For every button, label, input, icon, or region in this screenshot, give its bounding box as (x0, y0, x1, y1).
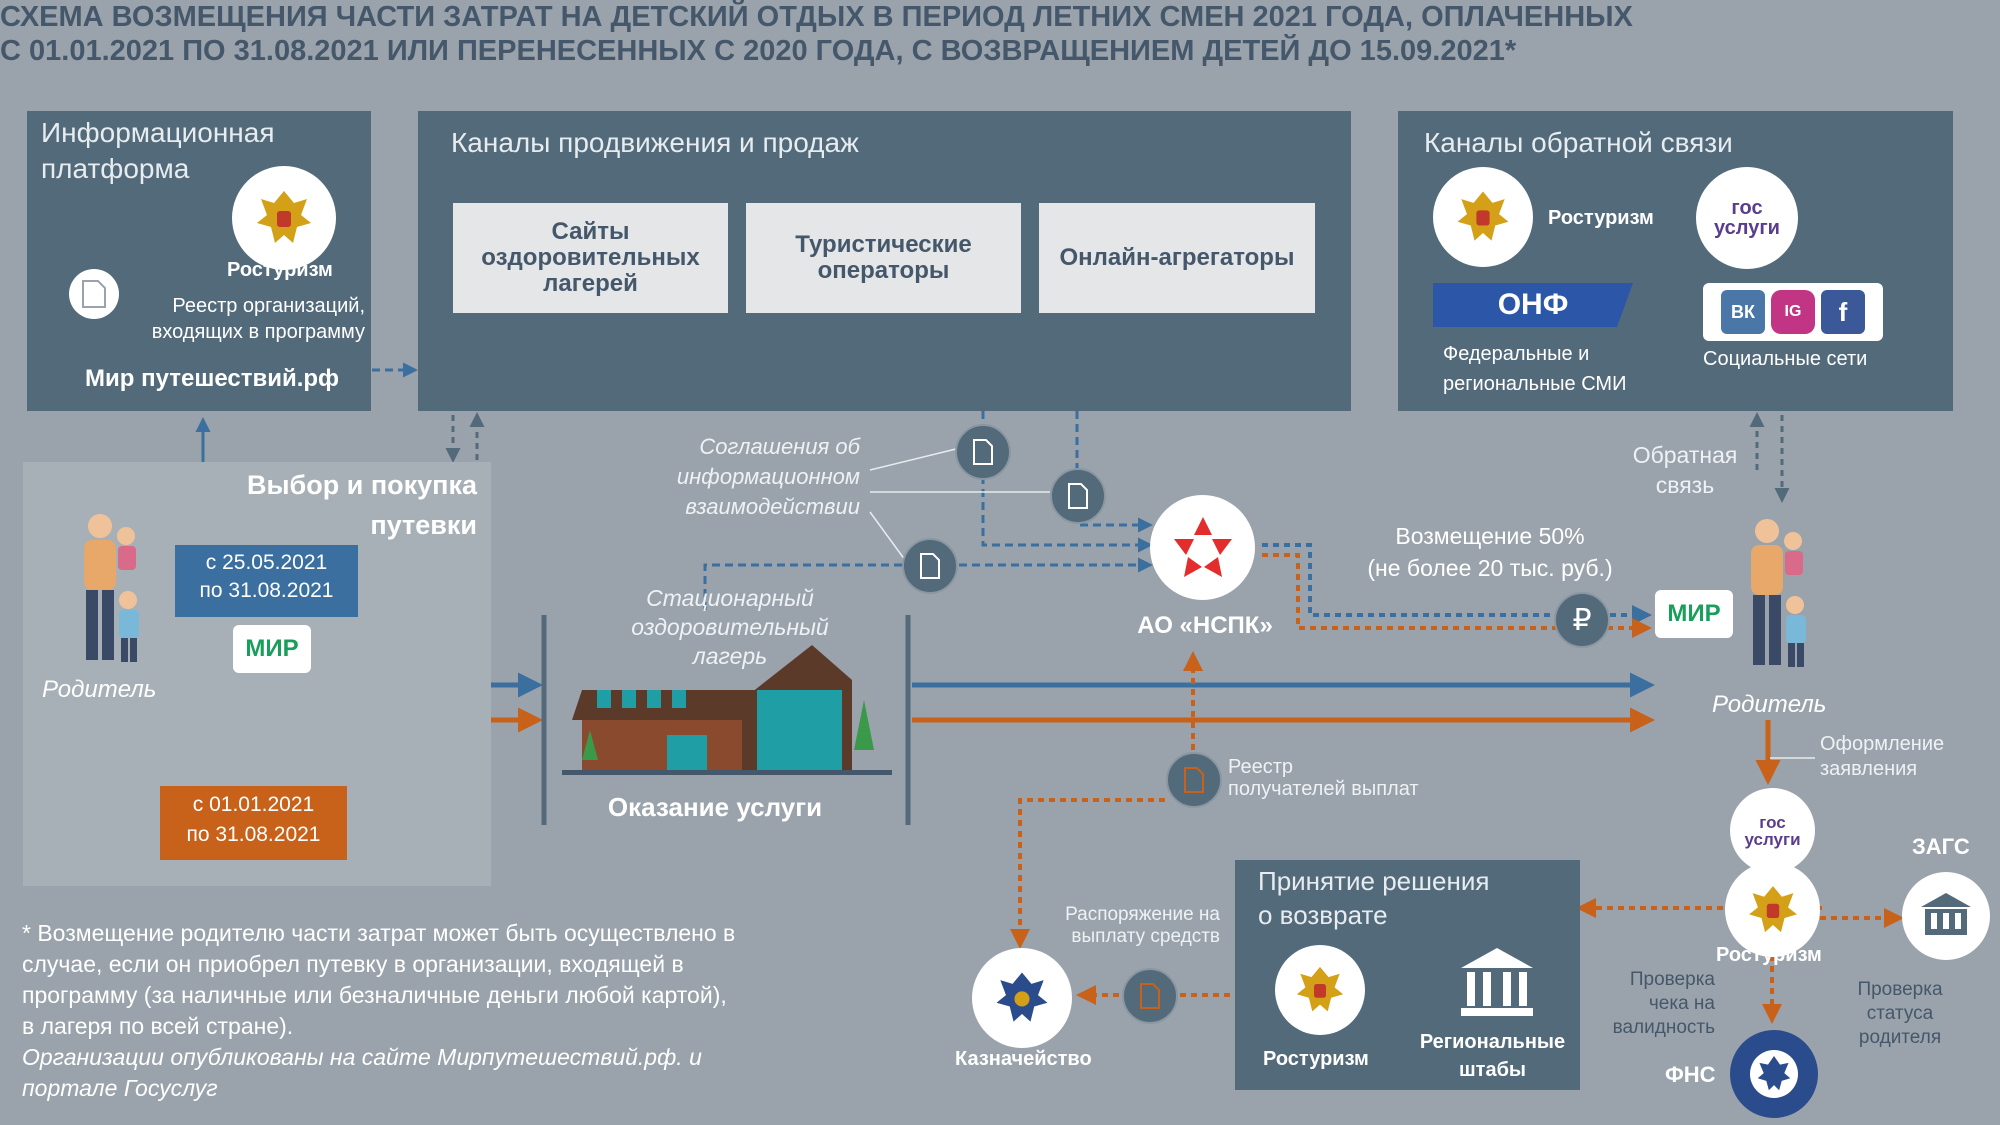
rostourism-label: Ростуризм (1263, 1048, 1369, 1070)
nspk-logo-icon (1150, 495, 1255, 600)
footnote: * Возмещение родителю части затрат может… (22, 920, 736, 1101)
document-icon (69, 269, 119, 319)
social-icons: ВК IG f (1703, 283, 1883, 341)
rostourism-emblem-icon (1725, 862, 1820, 957)
document-icon (1166, 752, 1222, 808)
treasury-label: Казначейство (955, 1048, 1092, 1070)
onf-logo-icon: ОНФ (1433, 283, 1633, 327)
instagram-icon[interactable]: IG (1771, 290, 1815, 334)
document-icon (1122, 968, 1178, 1024)
mir-puteshestviy-link[interactable]: Мир путешествий.рф (85, 365, 340, 392)
sales-channels-panel: Каналы продвижения и продаж Сайты оздоро… (418, 111, 1351, 411)
rostourism-label: Ростуризм (1716, 944, 1822, 966)
mir-card-icon: МИР (233, 625, 311, 673)
parent-right-label: Родитель (1712, 691, 1827, 718)
family-icon (1735, 510, 1825, 680)
document-icon (955, 424, 1011, 480)
sales-header: Каналы продвижения и продаж (451, 127, 859, 158)
fns-label: ФНС (1665, 1062, 1716, 1087)
document-icon (902, 538, 958, 594)
page-title: СХЕМА ВОЗМЕЩЕНИЯ ЧАСТИ ЗАТРАТ НА ДЕТСКИЙ… (0, 1, 1633, 67)
rostourism-emblem-icon (232, 166, 336, 270)
channel-camp-sites: Сайты оздоровительных лагерей (453, 203, 728, 313)
facebook-icon[interactable]: f (1821, 290, 1865, 334)
registry-text: Реестр организаций,входящих в программу (151, 295, 365, 343)
rostourism-emblem-icon (1433, 167, 1533, 267)
mir-card-icon: МИР (1655, 590, 1733, 638)
fns-emblem-icon (1730, 1030, 1818, 1118)
ruble-icon: ₽ (1554, 592, 1610, 648)
treasury-emblem-icon (972, 948, 1072, 1048)
zags-label: ЗАГС (1912, 834, 1970, 859)
parent-label: Родитель (42, 676, 157, 703)
rostourism-label: Ростуризм (227, 259, 333, 281)
nspk-label: АО «НСПК» (1137, 612, 1273, 639)
feedback-header: Каналы обратной связи (1424, 127, 1733, 158)
rostourism-label: Ростуризм (1548, 207, 1654, 229)
document-icon (1050, 468, 1106, 524)
channel-aggregators: Онлайн-агрегаторы (1039, 203, 1315, 313)
rostourism-emblem-icon (1275, 945, 1365, 1035)
government-building-icon (1902, 872, 1990, 960)
compensation-label: Возмещение 50%(не более 20 тыс. руб.) (1367, 523, 1613, 581)
social-label: Социальные сети (1703, 348, 1868, 370)
camp-building-icon (562, 640, 892, 780)
channel-tour-operators: Туристические операторы (746, 203, 1021, 313)
family-icon (68, 510, 158, 670)
service-label: Оказание услуги (607, 792, 823, 822)
government-building-icon (1457, 942, 1537, 1027)
vk-icon[interactable]: ВК (1721, 290, 1765, 334)
